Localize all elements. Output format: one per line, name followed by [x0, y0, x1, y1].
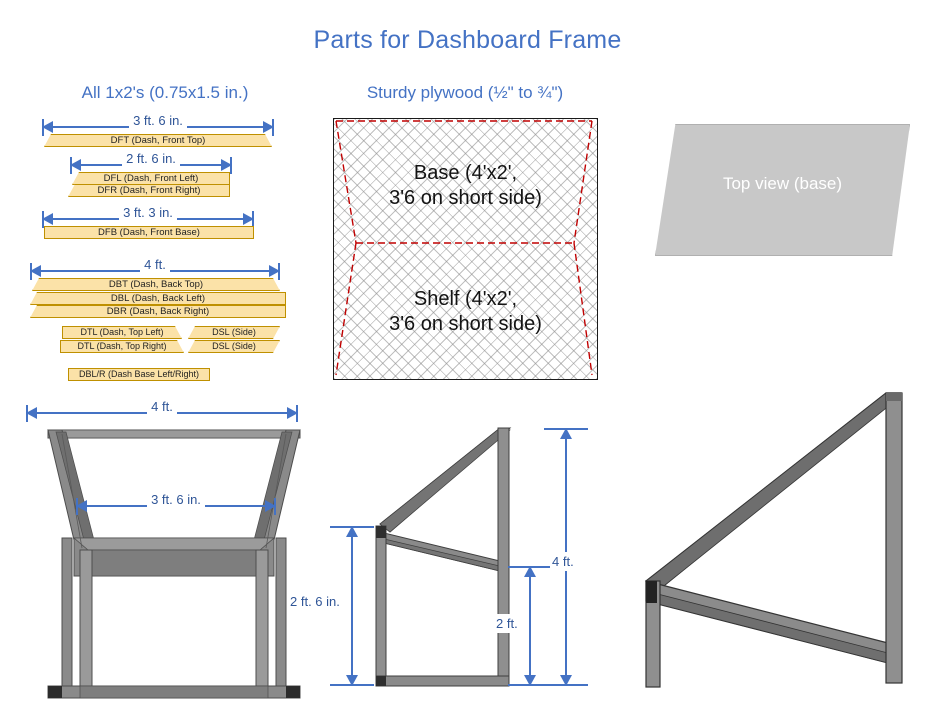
- front-view: 4 ft. 3 ft. 6 in.: [22, 398, 322, 718]
- plywood-base-line2: 3'6 on short side): [389, 187, 542, 209]
- arrow-up-icon: [524, 566, 536, 577]
- arrow-down-icon: [524, 675, 536, 686]
- top-view-shape: [655, 124, 910, 256]
- section-header-lumber: All 1x2's (0.75x1.5 in.): [81, 83, 249, 102]
- part-dsl-side-1: DSL (Side): [188, 326, 280, 339]
- arrow-right-icon: [269, 265, 280, 277]
- part-dtl-left: DTL (Dash, Top Left): [62, 326, 182, 339]
- dimension-lumber-3ft3: 3 ft. 3 in.: [42, 204, 254, 228]
- plywood-shelf-line1: Shelf (4'x2',: [413, 288, 518, 310]
- dimension-label: 3 ft. 6 in.: [147, 491, 205, 508]
- plywood-base-line1: Base (4'x2',: [413, 162, 518, 184]
- dimension-label: 2 ft.: [494, 614, 520, 633]
- part-dbl: DBL (Dash, Back Left): [30, 292, 286, 305]
- perspective-view-drawing: [644, 392, 903, 688]
- plywood-piece-base: Base (4'x2', 3'6 on short side): [334, 161, 597, 211]
- dimension-lumber-2ft6: 2 ft. 6 in.: [70, 150, 232, 174]
- dimension-side-2ft6: 2 ft. 6 in.: [288, 526, 374, 686]
- part-dbt: DBT (Dash, Back Top): [32, 278, 280, 291]
- arrow-up-icon: [560, 428, 572, 439]
- dimension-label: 2 ft. 6 in.: [288, 592, 342, 611]
- arrow-right-icon: [243, 213, 254, 225]
- top-view-label: Top view (base): [722, 174, 843, 193]
- arrow-left-icon: [42, 121, 53, 133]
- dimension-label: 4 ft.: [550, 552, 576, 571]
- arrow-right-icon: [265, 500, 276, 512]
- part-dfl: DFL (Dash, Front Left): [72, 172, 230, 185]
- dimension-lumber-4ft: 4 ft.: [30, 256, 280, 280]
- arrow-down-icon: [346, 675, 358, 686]
- dimension-line: [351, 526, 353, 686]
- part-dft: DFT (Dash, Front Top): [44, 134, 272, 147]
- arrow-right-icon: [263, 121, 274, 133]
- plywood-piece-shelf: Shelf (4'x2', 3'6 on short side): [334, 287, 597, 337]
- page-title: Parts for Dashboard Frame: [313, 26, 622, 54]
- top-view-base: Top view (base): [655, 124, 910, 256]
- perspective-view: [610, 385, 930, 720]
- part-dtl-right: DTL (Dash, Top Right): [60, 340, 184, 353]
- arrow-down-icon: [560, 675, 572, 686]
- side-view: 2 ft. 6 in. 2 ft. 4 ft.: [288, 414, 598, 714]
- plywood-cut-lines: [335, 120, 593, 376]
- dimension-label: 4 ft.: [147, 398, 177, 415]
- dimension-label: 3 ft. 3 in.: [119, 204, 177, 221]
- dimension-front-4ft: 4 ft.: [26, 398, 298, 422]
- dimension-label: 3 ft. 6 in.: [129, 112, 187, 129]
- plywood-shelf-line2: 3'6 on short side): [389, 313, 542, 335]
- dimension-front-3ft6: 3 ft. 6 in.: [76, 491, 276, 515]
- dimension-label: 4 ft.: [140, 256, 170, 273]
- front-view-drawing: [47, 429, 301, 699]
- arrow-left-icon: [42, 213, 53, 225]
- arrow-right-icon: [287, 407, 298, 419]
- dimension-side-4ft: 4 ft.: [544, 428, 588, 686]
- arrow-right-icon: [221, 159, 232, 171]
- arrow-left-icon: [70, 159, 81, 171]
- arrow-left-icon: [76, 500, 87, 512]
- side-view-drawing: [375, 427, 512, 687]
- part-dsl-side-2: DSL (Side): [188, 340, 280, 353]
- part-dfr: DFR (Dash, Front Right): [68, 184, 230, 197]
- dimension-lumber-3ft6: 3 ft. 6 in.: [42, 112, 274, 136]
- dimension-side-2ft: 2 ft.: [494, 566, 552, 686]
- part-dbl-r: DBL/R (Dash Base Left/Right): [68, 368, 210, 381]
- plywood-panel: Base (4'x2', 3'6 on short side) Shelf (4…: [333, 118, 598, 380]
- part-dbr: DBR (Dash, Back Right): [30, 305, 286, 318]
- dimension-line: [529, 566, 531, 686]
- section-header-plywood: Sturdy plywood (½" to ¾"): [366, 83, 564, 102]
- arrow-up-icon: [346, 526, 358, 537]
- arrow-left-icon: [26, 407, 37, 419]
- part-dfb: DFB (Dash, Front Base): [44, 226, 254, 239]
- dimension-label: 2 ft. 6 in.: [122, 150, 180, 167]
- arrow-left-icon: [30, 265, 41, 277]
